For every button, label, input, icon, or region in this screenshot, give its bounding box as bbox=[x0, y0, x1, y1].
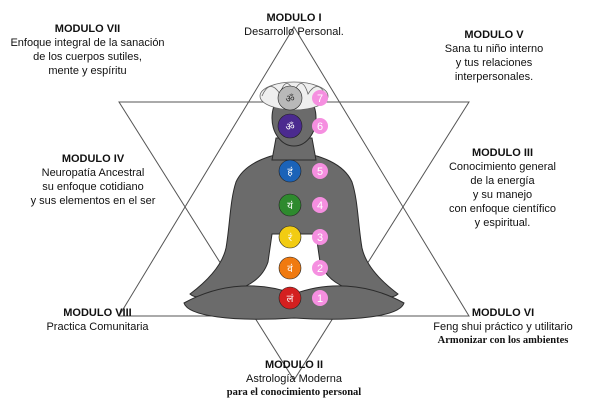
module-iv-title: MODULO IV bbox=[61, 153, 125, 165]
module-vii-line-1: Enfoque integral de la sanación bbox=[10, 37, 165, 49]
chakra-2-symbol: वं bbox=[278, 256, 302, 280]
module-iii: MODULO III Conocimiento general de la en… bbox=[420, 146, 585, 230]
module-viii-line-1: Practica Comunitaria bbox=[46, 321, 149, 333]
chakra-number-badge: 4 bbox=[312, 197, 328, 213]
chakra-number-label: 7 bbox=[317, 93, 323, 105]
module-i: MODULO I Desarrollo Personal. bbox=[219, 11, 369, 39]
chakra-number-label: 2 bbox=[317, 263, 323, 275]
module-iii-line-2: de la energía bbox=[470, 175, 535, 187]
chakra-number-badge: 5 bbox=[312, 163, 328, 179]
module-iii-line-4: con enfoque científico bbox=[448, 203, 557, 215]
module-vii-line-3: mente y espíritu bbox=[48, 65, 127, 77]
chakra-number-badge: 6 bbox=[312, 118, 328, 134]
chakra-1-symbol: लं bbox=[278, 286, 302, 310]
chakra-6-glyph: ॐ bbox=[285, 121, 294, 133]
module-v: MODULO V Sana tu niño interno y tus rela… bbox=[404, 28, 584, 84]
chakra-3-symbol: रं bbox=[278, 225, 302, 249]
module-iii-title: MODULO III bbox=[471, 147, 534, 159]
module-vii: MODULO VII Enfoque integral de la sanaci… bbox=[0, 22, 175, 78]
chakra-number-badge: 2 bbox=[312, 260, 328, 276]
chakra-number-label: 3 bbox=[317, 232, 323, 244]
module-iv: MODULO IV Neuropatía Ancestral su enfoqu… bbox=[8, 152, 178, 208]
chakra-4-glyph: यं bbox=[287, 200, 293, 212]
module-ii-line-1: Astrología Moderna bbox=[246, 373, 342, 385]
chakra-7-symbol: ॐ bbox=[277, 85, 303, 111]
module-viii: MODULO VIII Practica Comunitaria bbox=[15, 306, 180, 334]
module-iv-line-3: y sus elementos en el ser bbox=[30, 195, 156, 207]
chakra-number-badge: 7 bbox=[312, 90, 328, 106]
chakra-number-label: 1 bbox=[317, 293, 323, 305]
module-v-title: MODULO V bbox=[464, 29, 524, 41]
module-ii: MODULO II Astrología Moderna para el con… bbox=[209, 358, 379, 400]
module-ii-title: MODULO II bbox=[264, 359, 324, 371]
chakra-1-glyph: लं bbox=[287, 293, 294, 305]
module-vi: MODULO VI Feng shui práctico y utilitari… bbox=[418, 306, 588, 348]
chakra-number-label: 4 bbox=[317, 200, 323, 212]
module-v-line-3: interpersonales. bbox=[454, 71, 534, 83]
module-iv-line-2: su enfoque cotidiano bbox=[42, 181, 144, 193]
chakra-7-glyph: ॐ bbox=[285, 93, 294, 105]
module-vi-line-1: Feng shui práctico y utilitario bbox=[433, 321, 573, 333]
chakra-number-badge: 1 bbox=[312, 290, 328, 306]
chakra-5-symbol: हं bbox=[278, 159, 302, 183]
module-vi-extra: Armonizar con los ambientes bbox=[437, 335, 569, 346]
module-vii-title: MODULO VII bbox=[54, 23, 121, 35]
meditating-figure bbox=[183, 89, 405, 320]
module-vi-title: MODULO VI bbox=[471, 307, 535, 319]
chakra-3-glyph: रं bbox=[288, 232, 293, 244]
module-i-title: MODULO I bbox=[266, 12, 322, 24]
chakra-number-label: 6 bbox=[317, 121, 323, 133]
chakra-number-label: 5 bbox=[317, 166, 323, 178]
chakra-4-symbol: यं bbox=[278, 193, 302, 217]
chakra-5-glyph: हं bbox=[287, 166, 293, 178]
module-v-line-1: Sana tu niño interno bbox=[444, 43, 544, 55]
chakra-2-glyph: वं bbox=[287, 263, 293, 275]
chakra-number-badge: 3 bbox=[312, 229, 328, 245]
module-iii-line-3: y su manejo bbox=[472, 189, 533, 201]
module-viii-title: MODULO VIII bbox=[63, 307, 132, 319]
module-iii-line-1: Conocimiento general bbox=[448, 161, 556, 173]
module-v-line-2: y tus relaciones bbox=[455, 57, 533, 69]
module-iii-line-5: y espiritual. bbox=[474, 217, 531, 229]
module-iv-line-1: Neuropatía Ancestral bbox=[41, 167, 145, 179]
module-vii-line-2: de los cuerpos sutiles, bbox=[33, 51, 142, 63]
chakra-6-symbol: ॐ bbox=[277, 113, 303, 139]
module-ii-extra: para el conocimiento personal bbox=[226, 387, 362, 398]
module-i-desc: Desarrollo Personal. bbox=[244, 26, 344, 38]
